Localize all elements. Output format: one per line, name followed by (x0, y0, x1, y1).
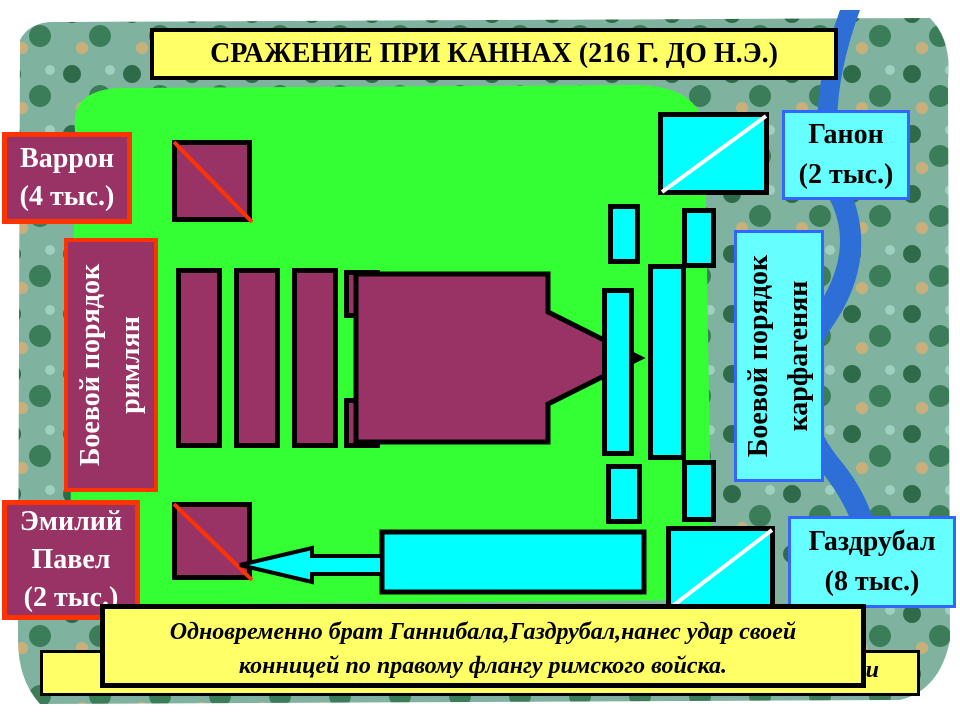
ganon-cavalry-unit (658, 112, 769, 195)
roman-formation-line1: Боевой порядок (75, 263, 106, 467)
varron-label: Варрон (4 тыс.) (2, 132, 132, 224)
carth-infantry-block-2 (682, 208, 716, 268)
ganon-name: Ганон (808, 119, 884, 150)
hasdrubal-cavalry-unit (666, 526, 775, 611)
hasdrubal-count: (8 тыс.) (824, 566, 920, 597)
ganon-label: Ганон (2 тыс.) (782, 110, 910, 200)
title-box: СРАЖЕНИЕ ПРИ КАННАХ (216 Г. ДО Н.Э.) (150, 28, 838, 80)
carth-formation-line1: Боевой порядок (743, 254, 774, 458)
varron-cavalry-unit (172, 140, 254, 224)
roman-advance-arrow (353, 271, 646, 445)
carth-infantry-block-1 (608, 204, 640, 264)
hasdrubal-attack-arrow (239, 529, 647, 595)
varron-name: Варрон (20, 143, 114, 174)
caption-box: Одновременно брат Ганнибала,Газдрубал,на… (100, 604, 866, 688)
hasdrubal-name: Газдрубал (808, 526, 936, 557)
carth-infantry-center (648, 264, 686, 460)
roman-infantry-column-2 (234, 268, 280, 448)
caption-line-2: конницей по правому флангу римского войс… (238, 653, 728, 679)
emilius-name-1: Эмилий (19, 506, 123, 537)
page-title: СРАЖЕНИЕ ПРИ КАННАХ (216 Г. ДО Н.Э.) (154, 32, 834, 76)
carth-infantry-block-3 (602, 288, 634, 456)
carth-formation-line2: карфагенян (783, 280, 814, 432)
roman-infantry-column-3 (292, 268, 338, 448)
caption-underlay-text: и (865, 657, 879, 683)
emilius-cavalry-unit (172, 502, 254, 582)
carth-infantry-block-5 (682, 460, 716, 522)
carth-infantry-block-4 (606, 464, 642, 524)
carth-formation-label: Боевой порядок карфагенян (734, 230, 824, 482)
emilius-name-2: Павел (31, 544, 111, 575)
caption-line-1: Одновременно брат Ганнибала,Газдрубал,на… (169, 619, 797, 645)
ganon-count: (2 тыс.) (798, 159, 894, 190)
varron-count: (4 тыс.) (19, 181, 115, 212)
roman-formation-label: Боевой порядок римлян (64, 238, 158, 492)
roman-infantry-column-1 (176, 268, 222, 448)
roman-formation-line2: римлян (115, 316, 146, 414)
emilius-label: Эмилий Павел (2 тыс.) (2, 500, 140, 620)
hasdrubal-label: Газдрубал (8 тыс.) (788, 516, 956, 608)
